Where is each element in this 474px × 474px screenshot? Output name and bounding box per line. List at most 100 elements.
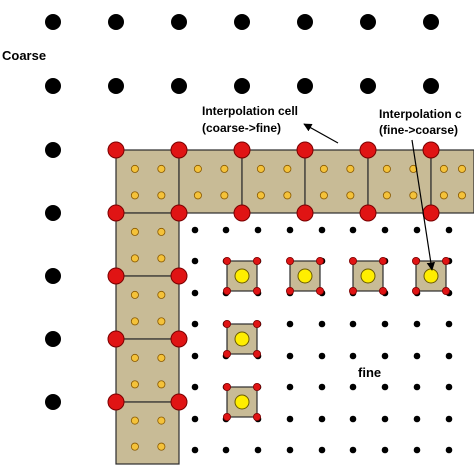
- coarse-boundary-node: [107, 267, 125, 285]
- interpolation-point: [256, 191, 265, 200]
- interpolation-cell: [115, 149, 180, 214]
- coarse-node: [171, 14, 187, 30]
- pointer-arrow-fine-coarse: [411, 139, 436, 271]
- fine-node: [445, 320, 453, 328]
- fine-corner-node: [315, 286, 324, 295]
- interpolation-point: [157, 353, 166, 362]
- interpolation-point: [283, 164, 292, 173]
- interpolation-cell: [115, 212, 180, 277]
- interpolation-cell: [115, 401, 180, 465]
- fine-corner-node: [252, 256, 261, 265]
- interp-cell-fine-coarse-title: Interpolation c: [379, 107, 462, 121]
- interpolation-point: [157, 164, 166, 173]
- fine-node: [318, 226, 326, 234]
- interpolation-point: [157, 191, 166, 200]
- interpolation-cell: [241, 149, 306, 214]
- fine-corner-node: [378, 286, 387, 295]
- interpolation-cells-fine-coarse: [222, 256, 450, 421]
- coarse-node: [45, 268, 61, 284]
- coarse-boundary-node: [170, 267, 188, 285]
- interpolation-point: [346, 164, 355, 173]
- interpolation-point: [220, 191, 229, 200]
- fine-node: [286, 446, 294, 454]
- coarse-boundary-node: [107, 393, 125, 411]
- interpolation-point: [130, 227, 139, 236]
- fine-corner-node: [411, 286, 420, 295]
- coarse-center-point: [297, 268, 313, 284]
- coarse-boundary-node: [107, 330, 125, 348]
- fine-node: [413, 383, 421, 391]
- fine-node: [349, 446, 357, 454]
- fine-node: [413, 446, 421, 454]
- coarse-center-point: [423, 268, 439, 284]
- fine-corner-node: [441, 286, 450, 295]
- fine-node: [191, 415, 199, 423]
- coarse-node: [45, 78, 61, 94]
- fine-node: [318, 352, 326, 360]
- interpolation-point: [157, 317, 166, 326]
- interpolation-point: [130, 290, 139, 299]
- interpolation-cell: [430, 149, 474, 214]
- fine-corner-node: [222, 349, 231, 358]
- fine-node: [286, 415, 294, 423]
- interpolation-point: [157, 254, 166, 263]
- interp-cell-coarse-fine-title: Interpolation cell: [202, 104, 298, 118]
- coarse-node: [45, 331, 61, 347]
- fine-corner-node: [222, 382, 231, 391]
- interpolation-point: [457, 164, 466, 173]
- fine-corner-node: [348, 256, 357, 265]
- fine-corner-node: [252, 286, 261, 295]
- coarse-grid: [45, 14, 439, 410]
- coarse-boundary-node: [170, 141, 188, 159]
- fine-node: [222, 226, 230, 234]
- interpolation-point: [319, 191, 328, 200]
- coarse-node: [45, 142, 61, 158]
- fine-node: [413, 352, 421, 360]
- interpolation-point: [130, 416, 139, 425]
- fine-corner-node: [285, 256, 294, 265]
- coarse-node: [45, 14, 61, 30]
- coarse-nodes-on-cells: [107, 141, 440, 411]
- interpolation-point: [157, 380, 166, 389]
- interpolation-point: [346, 191, 355, 200]
- fine-node: [254, 226, 262, 234]
- fine-node: [381, 352, 389, 360]
- interpolation-cell: [367, 149, 432, 214]
- fine-node: [413, 320, 421, 328]
- interpolation-point: [130, 442, 139, 451]
- fine-node: [349, 352, 357, 360]
- coarse-center-point: [360, 268, 376, 284]
- fine-node: [349, 415, 357, 423]
- fine-corner-node: [222, 319, 231, 328]
- fine-corner-node: [222, 412, 231, 421]
- fine-corner-node: [222, 286, 231, 295]
- interpolation-point: [130, 191, 139, 200]
- fine-node: [191, 226, 199, 234]
- coarse-node: [108, 14, 124, 30]
- fine-corner-node: [222, 256, 231, 265]
- fine-corner-node: [252, 382, 261, 391]
- fine-node: [254, 446, 262, 454]
- fine-node: [445, 352, 453, 360]
- fine-node: [381, 226, 389, 234]
- interpolation-point: [283, 191, 292, 200]
- interpolation-point: [130, 353, 139, 362]
- fine-label: fine: [358, 365, 381, 380]
- coarse-node: [45, 394, 61, 410]
- coarse-boundary-node: [107, 141, 125, 159]
- fine-node: [445, 226, 453, 234]
- fine-corner-node: [378, 256, 387, 265]
- interp-cell-coarse-fine-subtitle: (coarse->fine): [202, 121, 281, 135]
- interpolation-point: [157, 442, 166, 451]
- fine-node: [191, 289, 199, 297]
- fine-node: [381, 415, 389, 423]
- fine-node: [381, 446, 389, 454]
- interpolation-point: [130, 317, 139, 326]
- fine-node: [445, 415, 453, 423]
- interpolation-point: [457, 191, 466, 200]
- fine-node: [318, 320, 326, 328]
- fine-node: [349, 383, 357, 391]
- fine-node: [191, 320, 199, 328]
- coarse-node: [423, 78, 439, 94]
- coarse-node: [360, 78, 376, 94]
